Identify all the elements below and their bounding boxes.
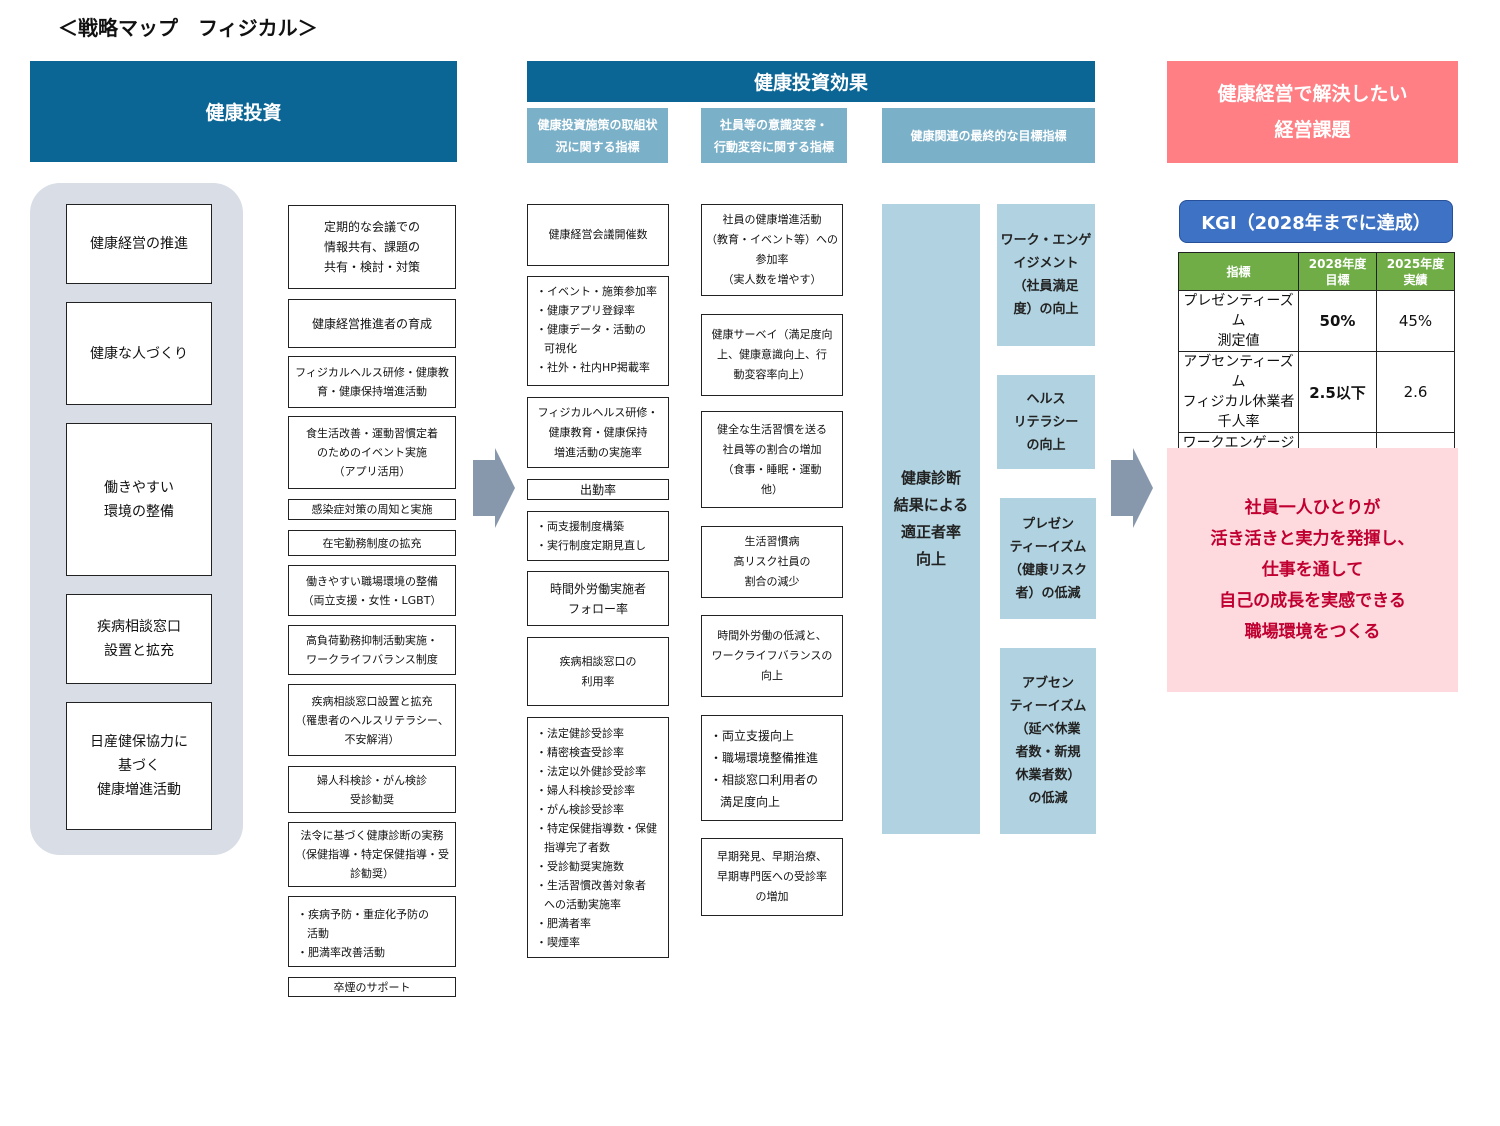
list-item: ・法定健診受診率: [536, 727, 624, 740]
initiative-box: 在宅勤務制度の拡充: [288, 530, 456, 556]
behavior-box: 社員の健康増進活動 （教育・イベント等）への 参加率 （実人数を増やす）: [701, 204, 843, 296]
theme-box: 健康経営の推進: [66, 204, 212, 284]
header-effect-sub-initiative: 健康投資施策の取組状 況に関する指標: [527, 108, 668, 163]
list-item: ・精密検査受診率: [536, 746, 624, 759]
indicator-box: フィジカルヘルス研修・ 健康教育・健康保持 増進活動の実施率: [527, 397, 669, 468]
list-item: ・法定以外健診受診率: [536, 765, 646, 778]
list-item: 満足度向上: [720, 795, 781, 809]
table-header-row: 指標 2028年度 目標 2025年度 実績: [1178, 252, 1455, 291]
list-item: ・健康アプリ登録率: [536, 304, 635, 317]
theme-box: 働きやすい 環境の整備: [66, 423, 212, 576]
indicator-box: 出勤率: [527, 479, 669, 500]
header-investment: 健康投資: [30, 61, 457, 162]
header-effect-sub-behavior: 社員等の意識変容・ 行動変容に関する指標: [701, 108, 847, 163]
initiative-box: 婦人科検診・がん検診 受診勧奨: [288, 766, 456, 813]
indicator-box: 健康経営会議開催数: [527, 204, 669, 266]
behavior-box: 健全な生活習慣を送る 社員等の割合の増加 （食事・睡眠・運動 他）: [701, 411, 843, 508]
list-item: ・喫煙率: [536, 936, 580, 949]
column-header: 指標: [1178, 252, 1299, 291]
indicator-box: 時間外労働実施者 フォロー率: [527, 571, 669, 626]
initiative-box: 定期的な会議での 情報共有、課題の 共有・検討・対策: [288, 205, 456, 289]
list-item: ・両立支援向上: [710, 729, 795, 743]
theme-box: 疾病相談窓口 設置と拡充: [66, 594, 212, 684]
header-effect-sub-final: 健康関連の最終的な目標指標: [882, 108, 1095, 163]
header-effect: 健康投資効果: [527, 61, 1095, 102]
list-item: ・相談窓口利用者の: [710, 773, 819, 787]
final-target-absenteeism: アブセン ティーイズム （延べ休業 者数・新規 休業者数） の低減: [1000, 648, 1096, 834]
final-indicator: 健康診断 結果による 適正者率 向上: [882, 204, 980, 834]
initiative-box: ・疾病予防・重症化予防の 活動 ・肥満率改善活動: [288, 896, 456, 967]
initiative-box: 疾病相談窓口設置と拡充 （罹患者のヘルスリテラシー、 不安解消）: [288, 684, 456, 756]
table-cell: 2.6: [1376, 351, 1455, 433]
initiative-box: 法令に基づく健康診断の実務 （保健指導・特定保健指導・受 診勧奨）: [288, 822, 456, 887]
list-item: ・特定保健指導数・保健: [536, 822, 657, 835]
column-header: 2028年度 目標: [1298, 252, 1377, 291]
initiative-box: 働きやすい職場環境の整備 （両立支援・女性・LGBT）: [288, 565, 456, 616]
initiative-box: 卒煙のサポート: [288, 977, 456, 997]
kgi-title: KGI（2028年までに達成）: [1179, 200, 1453, 243]
list-item: ・健康データ・活動の: [536, 323, 646, 336]
list-item: ・生活習慣改善対象者: [536, 879, 646, 892]
final-target-literacy: ヘルス リテラシー の向上: [997, 375, 1095, 469]
behavior-box: 生活習慣病 高リスク社員の 割合の減少: [701, 526, 843, 598]
table-cell: アブセンティーズム フィジカル休業者 千人率: [1178, 351, 1299, 433]
list-item: 活動: [307, 927, 329, 940]
table-cell: 50%: [1298, 290, 1377, 352]
table-row: アブセンティーズム フィジカル休業者 千人率 2.5以下 2.6: [1178, 351, 1455, 433]
indicator-box: ・法定健診受診率 ・精密検査受診率 ・法定以外健診受診率 ・婦人科検診受診率 ・…: [527, 717, 669, 958]
list-item: 可視化: [544, 342, 577, 355]
list-item: ・両支援制度構築: [536, 520, 624, 533]
indicator-box: ・イベント・施策参加率 ・健康アプリ登録率 ・健康データ・活動の 可視化 ・社外…: [527, 276, 669, 386]
list-item: への活動実施率: [544, 898, 621, 911]
right-arrow-icon: [473, 448, 515, 528]
initiative-box: フィジカルヘルス研修・健康教 育・健康保持増進活動: [288, 356, 456, 408]
initiative-box: 高負荷勤務抑制活動実施・ ワークライフバランス制度: [288, 625, 456, 675]
page-title: ＜戦略マップ フィジカル＞: [58, 16, 318, 40]
list-item: ・がん検診受診率: [536, 803, 624, 816]
initiative-box: 健康経営推進者の育成: [288, 299, 456, 348]
behavior-box: 時間外労働の低減と、 ワークライフバランスの 向上: [701, 615, 843, 697]
initiative-box: 感染症対策の周知と実施: [288, 499, 456, 520]
list-item: ・肥満率改善活動: [297, 946, 385, 959]
theme-box: 日産健保協力に 基づく 健康増進活動: [66, 702, 212, 830]
behavior-box: ・両立支援向上 ・職場環境整備推進 ・相談窓口利用者の 満足度向上: [701, 715, 843, 821]
list-item: ・肥満者率: [536, 917, 591, 930]
management-goal: 社員一人ひとりが 活き活きと実力を発揮し、 仕事を通して 自己の成長を実感できる…: [1167, 448, 1458, 692]
behavior-box: 早期発見、早期治療、 早期専門医への受診率 の増加: [701, 838, 843, 916]
theme-box: 健康な人づくり: [66, 302, 212, 405]
column-header: 2025年度 実績: [1376, 252, 1455, 291]
final-target-presenteeism: プレゼン ティーイズム （健康リスク 者）の低減: [1000, 498, 1096, 619]
initiative-box: 食生活改善・運動習慣定着 のためのイベント実施 （アプリ活用）: [288, 416, 456, 489]
list-item: ・イベント・施策参加率: [536, 285, 657, 298]
list-item: ・婦人科検診受診率: [536, 784, 635, 797]
list-item: ・社外・社内HP掲載率: [536, 361, 650, 374]
right-arrow-icon: [1111, 448, 1153, 528]
list-item: 指導完了者数: [544, 841, 610, 854]
indicator-box: ・両支援制度構築 ・実行制度定期見直し: [527, 511, 669, 561]
list-item: ・受診勧奨実施数: [536, 860, 624, 873]
table-row: プレゼンティーズム 測定値 50% 45%: [1178, 290, 1455, 352]
list-item: ・実行制度定期見直し: [536, 539, 646, 552]
indicator-box: 疾病相談窓口の 利用率: [527, 637, 669, 706]
header-issues: 健康経営で解決したい 経営課題: [1167, 61, 1458, 163]
table-cell: 2.5以下: [1298, 351, 1377, 433]
table-cell: 45%: [1376, 290, 1455, 352]
table-cell: プレゼンティーズム 測定値: [1178, 290, 1299, 352]
list-item: ・職場環境整備推進: [710, 751, 819, 765]
final-target-engagement: ワーク・エンゲ イジメント （社員満足 度）の向上: [997, 204, 1095, 346]
behavior-box: 健康サーベイ（満足度向 上、健康意識向上、行 動変容率向上）: [701, 314, 843, 396]
list-item: ・疾病予防・重症化予防の: [297, 908, 429, 921]
